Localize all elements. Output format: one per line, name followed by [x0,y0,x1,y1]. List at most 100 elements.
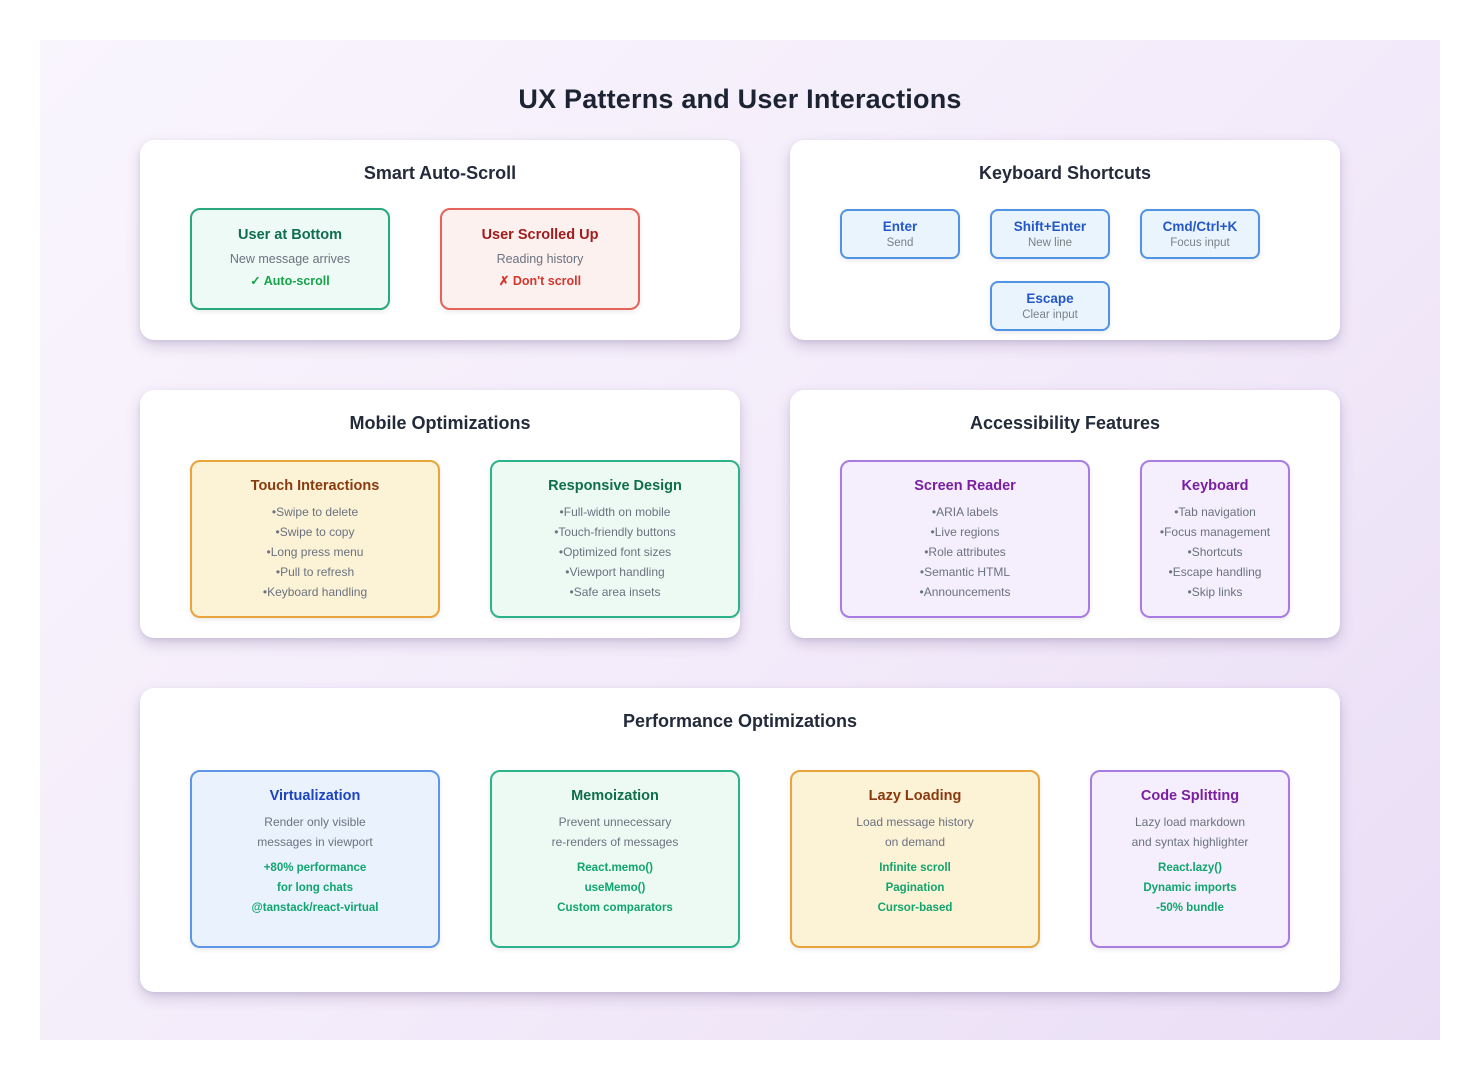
highlight-line: -50% bundle [1156,902,1224,914]
list-item: Viewport handling [492,562,738,582]
card-screen-reader: Screen Reader ARIA labels Live regions R… [840,460,1090,618]
panel-mobile-optimizations: Mobile Optimizations Touch Interactions … [140,390,740,638]
list-item: Announcements [842,582,1088,602]
feature-list: ARIA labels Live regions Role attributes… [842,502,1088,602]
highlight-line: @tanstack/react-virtual [251,902,379,914]
desc-line: messages in viewport [257,835,373,849]
card-description: Load message history on demand [792,812,1038,852]
key-shift-enter: Shift+Enter New line [990,209,1110,259]
key-action: New line [1027,237,1073,249]
panel-title: Mobile Optimizations [349,413,531,433]
card-title: Virtualization [269,788,361,804]
panel-title: Performance Optimizations [622,711,858,731]
list-item: Live regions [842,522,1088,542]
panel-keyboard-shortcuts: Keyboard Shortcuts Enter Send Shift+Ente… [790,140,1340,340]
highlight-line: Infinite scroll [879,862,951,874]
desc-line: on demand [884,835,946,849]
feature-list: Swipe to delete Swipe to copy Long press… [192,502,438,602]
key-action: Clear input [1022,309,1078,321]
card-code-splitting: Code Splitting Lazy load markdown and sy… [1090,770,1290,948]
key-label: Escape [1026,291,1074,306]
card-highlights: +80% performance for long chats @tanstac… [192,858,438,918]
highlight-line: React.lazy() [1158,862,1222,874]
key-cmd-ctrl-k: Cmd/Ctrl+K Focus input [1140,209,1260,259]
feature-list: Full-width on mobile Touch-friendly butt… [492,502,738,602]
list-item: Role attributes [842,542,1088,562]
panel-smart-auto-scroll: Smart Auto-Scroll User at Bottom New mes… [140,140,740,340]
auto-scroll-state: ✓ Auto-scroll [250,274,330,288]
key-label: Enter [882,219,918,234]
highlight-line: Dynamic imports [1143,882,1237,894]
list-item: Safe area insets [492,582,738,602]
diagram-canvas: UX Patterns and User Interactions Smart … [40,40,1440,1040]
feature-list: Tab navigation Focus management Shortcut… [1142,502,1288,602]
desc-line: Lazy load markdown [1134,815,1246,829]
key-escape: Escape Clear input [990,281,1110,331]
list-item: ARIA labels [842,502,1088,522]
card-title: User Scrolled Up [481,227,599,243]
list-item: Skip links [1142,582,1288,602]
card-description: Lazy load markdown and syntax highlighte… [1092,812,1288,852]
page-title: UX Patterns and User Interactions [518,84,962,114]
card-highlights: Infinite scroll Pagination Cursor-based [792,858,1038,918]
list-item: Semantic HTML [842,562,1088,582]
desc-line: Load message history [856,815,974,829]
panel-title: Smart Auto-Scroll [363,163,517,183]
card-touch-interactions: Touch Interactions Swipe to delete Swipe… [190,460,440,618]
card-title: Lazy Loading [868,788,962,804]
card-title: Touch Interactions [250,478,380,494]
panel-title: Keyboard Shortcuts [978,163,1152,183]
panel-accessibility-features: Accessibility Features Screen Reader ARI… [790,390,1340,638]
list-item: Optimized font sizes [492,542,738,562]
highlight-line: React.memo() [576,862,654,874]
highlight-line: useMemo() [584,882,646,894]
list-item: Focus management [1142,522,1288,542]
card-title: User at Bottom [238,227,342,243]
card-lazy-loading: Lazy Loading Load message history on dem… [790,770,1040,948]
panel-title: Accessibility Features [969,413,1161,433]
card-keyboard-a11y: Keyboard Tab navigation Focus management… [1140,460,1290,618]
card-title: Keyboard [1181,478,1249,494]
desc-line: Prevent unnecessary [558,815,672,829]
card-title: Responsive Design [548,478,682,494]
highlight-line: Pagination [885,882,945,894]
list-item: Shortcuts [1142,542,1288,562]
list-item: Touch-friendly buttons [492,522,738,542]
highlight-line: Cursor-based [877,902,953,914]
card-highlights: React.memo() useMemo() Custom comparator… [492,858,738,918]
dont-scroll-state: ✗ Don't scroll [498,274,582,288]
key-label: Shift+Enter [1013,219,1087,234]
highlight-line: +80% performance [263,862,367,874]
list-item: Long press menu [192,542,438,562]
desc-line: and syntax highlighter [1131,835,1249,849]
card-description: New message arrives [229,252,351,266]
card-memoization: Memoization Prevent unnecessary re-rende… [490,770,740,948]
highlight-line: Custom comparators [557,902,673,914]
card-description: Prevent unnecessary re-renders of messag… [492,812,738,852]
key-action: Send [886,237,914,249]
desc-line: re-renders of messages [551,835,679,849]
key-label: Cmd/Ctrl+K [1162,219,1238,234]
panel-performance-optimizations: Performance Optimizations Virtualization… [140,688,1340,992]
highlight-line: for long chats [276,882,354,894]
key-enter: Enter Send [840,209,960,259]
card-responsive-design: Responsive Design Full-width on mobile T… [490,460,740,618]
list-item: Pull to refresh [192,562,438,582]
card-title: Screen Reader [914,478,1016,494]
desc-line: Render only visible [264,815,366,829]
list-item: Full-width on mobile [492,502,738,522]
card-description: Render only visible messages in viewport [192,812,438,852]
card-title: Memoization [571,788,659,804]
list-item: Keyboard handling [192,582,438,602]
card-title: Code Splitting [1140,788,1240,804]
list-item: Tab navigation [1142,502,1288,522]
list-item: Swipe to copy [192,522,438,542]
card-highlights: React.lazy() Dynamic imports -50% bundle [1092,858,1288,918]
card-description: Reading history [496,252,584,266]
list-item: Escape handling [1142,562,1288,582]
card-user-scrolled-up: User Scrolled Up Reading history ✗ Don't… [440,208,640,310]
key-action: Focus input [1170,237,1230,249]
card-virtualization: Virtualization Render only visible messa… [190,770,440,948]
card-user-at-bottom: User at Bottom New message arrives ✓ Aut… [190,208,390,310]
list-item: Swipe to delete [192,502,438,522]
